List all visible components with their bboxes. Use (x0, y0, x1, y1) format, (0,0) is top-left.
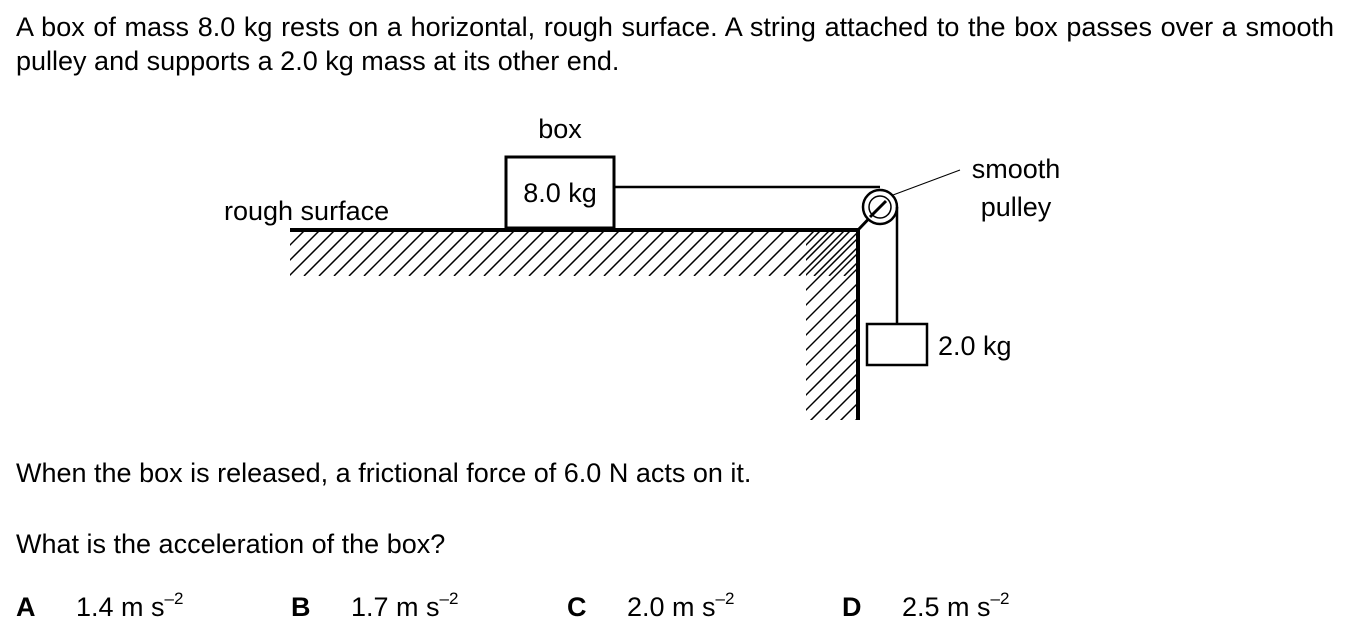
surface-hatching (290, 230, 858, 276)
box (504, 155, 616, 230)
hatch-line (483, 230, 531, 276)
surface-label: rough surface (224, 196, 389, 226)
option-c-value: 2.0 m s (627, 592, 716, 622)
released-statement: When the box is released, a frictional f… (16, 458, 752, 488)
option-a-exponent: –2 (164, 589, 184, 608)
hatch-line (468, 230, 516, 276)
hatch-line (806, 230, 852, 277)
hatch-line (806, 281, 858, 337)
hatch-line (290, 230, 291, 232)
hatch-line (723, 230, 771, 276)
hatch-line (678, 230, 726, 276)
hatch-line (738, 230, 786, 276)
pulley-label-line1: smooth (972, 154, 1061, 184)
hatch-line (393, 230, 441, 276)
hatch-line (693, 230, 741, 276)
option-c-letter: C (567, 592, 587, 622)
option-c-exponent: –2 (715, 589, 735, 608)
hatch-line (290, 230, 321, 262)
hatch-line (363, 230, 411, 276)
question-intro: A box of mass 8.0 kg rests on a horizont… (16, 12, 1334, 76)
hatch-line (806, 311, 858, 367)
option-a-value: 1.4 m s (76, 592, 165, 622)
hatch-line (303, 230, 351, 276)
question-prompt: What is the acceleration of the box? (16, 529, 446, 559)
hatch-line (806, 296, 858, 352)
hatch-line (423, 230, 471, 276)
hatch-line (828, 245, 858, 276)
pulley-label-line2: pulley (981, 192, 1052, 222)
box-mass-label: 8.0 kg (523, 178, 597, 208)
option-b-value: 1.7 m s (351, 592, 440, 622)
hatch-line (513, 230, 561, 276)
hatch-line (498, 230, 546, 276)
hatch-line (663, 230, 711, 276)
hatch-line (408, 230, 456, 276)
hatch-line (543, 230, 591, 276)
hatch-line (798, 230, 846, 276)
pulley-axle (868, 199, 888, 219)
hanging-mass-label: 2.0 kg (938, 331, 1012, 361)
hatch-line (708, 230, 756, 276)
hatch-line (558, 230, 606, 276)
hatch-line (813, 230, 858, 276)
pulley-leader-line (892, 169, 961, 196)
option-d[interactable]: D 2.5 m s–2 (842, 589, 1010, 628)
option-a[interactable]: A 1.4 m s–2 (16, 589, 184, 628)
hatch-line (348, 230, 396, 276)
hatch-line (783, 230, 831, 276)
hatch-line (843, 260, 858, 276)
option-d-exponent: –2 (990, 589, 1010, 608)
hatch-line (333, 230, 381, 276)
hatch-line (633, 230, 681, 276)
wall-hatching (806, 230, 858, 420)
hatch-line (809, 371, 858, 420)
hatch-line (438, 230, 486, 276)
hatch-line (290, 230, 336, 276)
option-b-letter: B (291, 592, 311, 622)
hatch-line (839, 401, 858, 420)
hatch-line (318, 230, 366, 276)
hatch-line (453, 230, 501, 276)
hatch-line (806, 356, 858, 412)
option-d-value: 2.5 m s (902, 592, 991, 622)
box-label: box (538, 114, 582, 144)
hatch-line (573, 230, 621, 276)
hatch-line (603, 230, 651, 276)
hatch-line (806, 236, 858, 292)
hatch-line (378, 230, 426, 276)
hatch-line (806, 251, 858, 307)
option-b[interactable]: B 1.7 m s–2 (291, 589, 459, 628)
hatch-line (768, 230, 816, 276)
hatch-line (528, 230, 576, 276)
hatch-line (753, 230, 801, 276)
hatch-line (290, 230, 306, 247)
option-a-letter: A (16, 592, 36, 622)
option-d-letter: D (842, 592, 862, 622)
hanging-mass (865, 322, 929, 367)
pulley-diagram: 8.0 kg box 2.0 kg smooth pulley rough su… (224, 114, 1061, 420)
option-b-exponent: –2 (439, 589, 459, 608)
hatch-line (824, 386, 858, 420)
hatch-line (588, 230, 636, 276)
option-c[interactable]: C 2.0 m s–2 (567, 589, 735, 628)
hatch-line (618, 230, 666, 276)
hatch-line (648, 230, 696, 276)
